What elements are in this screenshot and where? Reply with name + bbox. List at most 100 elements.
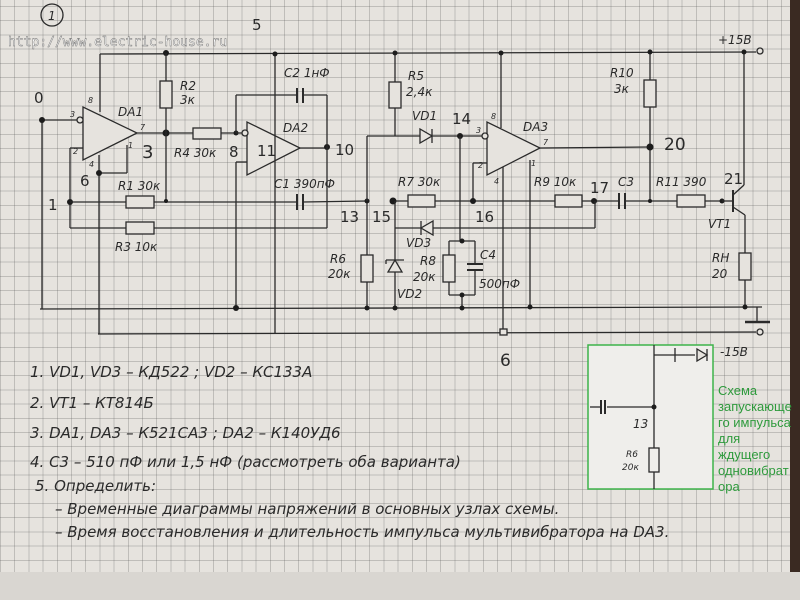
svg-text:1: 1 <box>531 159 536 168</box>
node-5-label: 5 <box>252 16 262 34</box>
svg-text:2: 2 <box>73 147 78 156</box>
svg-text:R1 30к: R1 30к <box>118 179 161 193</box>
svg-text:3к: 3к <box>614 82 630 96</box>
inset-caption: Схема запускающе го импульса для ждущего… <box>718 383 792 494</box>
node-15-label: 15 <box>372 208 391 226</box>
svg-text:C2 1нФ: C2 1нФ <box>284 66 330 80</box>
r6-resistor <box>360 254 374 283</box>
svg-text:ждущего: ждущего <box>718 447 770 462</box>
svg-text:R5: R5 <box>408 69 424 83</box>
svg-text:20: 20 <box>712 267 728 281</box>
ground-rail <box>39 306 770 324</box>
node-10-label: 10 <box>335 141 354 159</box>
svg-text:4: 4 <box>494 177 499 186</box>
svg-text:– Временные диаграммы напряжен: – Временные диаграммы напряжений в основ… <box>55 500 559 518</box>
svg-text:R8: R8 <box>420 254 436 268</box>
svg-text:8: 8 <box>491 112 496 121</box>
inset-trigger-circuit: 13 R6 20к <box>587 344 714 490</box>
svg-text:R2: R2 <box>180 79 196 93</box>
svg-text:1: 1 <box>128 141 133 150</box>
svg-text:2. VT1 – КТ814Б: 2. VT1 – КТ814Б <box>30 394 154 412</box>
svg-text:+15В: +15В <box>718 33 752 47</box>
svg-text:DA3: DA3 <box>523 120 548 134</box>
svg-text:2: 2 <box>478 161 483 170</box>
node-1-label: 1 <box>48 196 58 214</box>
svg-text:для: для <box>718 431 740 446</box>
svg-text:3. DA1, DA3 – К521СА3 ; DA2 –: 3. DA1, DA3 – К521СА3 ; DA2 – К140УД6 <box>30 424 341 442</box>
circled-number <box>40 3 64 27</box>
vd2-zener <box>385 258 404 273</box>
svg-text:R4 30к: R4 30к <box>174 146 217 160</box>
svg-text:одновибрат: одновибрат <box>718 463 789 478</box>
node-6-terminal <box>499 328 508 336</box>
svg-text:– Время восстановления и длите: – Время восстановления и длительность им… <box>55 523 669 541</box>
svg-text:11: 11 <box>257 142 276 160</box>
svg-text:3: 3 <box>476 126 481 135</box>
r9-resistor <box>554 194 583 208</box>
rh-load-resistor <box>738 252 752 281</box>
node-17-label: 17 <box>590 179 609 197</box>
svg-text:3к: 3к <box>180 93 196 107</box>
svg-text:RH: RH <box>712 251 729 265</box>
node-13-label: 13 <box>340 208 359 226</box>
c4-capacitor <box>467 263 483 271</box>
svg-text:R7 30к: R7 30к <box>398 175 441 189</box>
node-8-label: 8 <box>229 143 239 161</box>
r8-resistor <box>442 254 456 283</box>
desk-edge <box>790 0 800 600</box>
node-6-label: 6 <box>80 172 90 190</box>
node-14-label: 14 <box>452 110 471 128</box>
plus-rail: +15В <box>99 33 764 55</box>
svg-text:VD2: VD2 <box>397 287 422 301</box>
svg-text:R10: R10 <box>610 66 634 80</box>
da1-comparator: DA1 8 3 2 7 1 4 <box>70 96 146 169</box>
under-sheet <box>0 572 800 600</box>
c1-capacitor <box>296 194 304 210</box>
svg-text:7: 7 <box>140 123 146 132</box>
r3-resistor <box>125 221 155 235</box>
svg-text:20к: 20к <box>328 267 351 281</box>
node-6b-label: 6 <box>500 351 511 371</box>
svg-text:C4: C4 <box>480 248 496 262</box>
svg-text:C1 390пФ: C1 390пФ <box>274 177 335 191</box>
svg-text:Схема: Схема <box>718 383 758 398</box>
r7-resistor <box>407 194 436 208</box>
svg-text:R6: R6 <box>330 252 346 266</box>
svg-text:13: 13 <box>633 417 648 431</box>
svg-text:20к: 20к <box>413 270 436 284</box>
r4-resistor <box>192 127 222 140</box>
r10-resistor <box>643 79 657 108</box>
svg-text:C3: C3 <box>618 175 634 189</box>
node-3-label: 3 <box>142 142 153 163</box>
svg-text:VD3: VD3 <box>406 236 431 250</box>
svg-text:R6: R6 <box>626 450 638 460</box>
node-21-label: 21 <box>724 170 743 188</box>
svg-text:запускающе: запускающе <box>718 399 792 414</box>
svg-text:3: 3 <box>70 110 75 119</box>
r11-resistor <box>676 194 706 208</box>
svg-text:2,4к: 2,4к <box>406 85 433 99</box>
svg-text:7: 7 <box>543 138 549 147</box>
vt1-transistor <box>722 49 747 308</box>
node-20-label: 20 <box>664 135 686 155</box>
svg-text:-15В: -15В <box>720 345 748 359</box>
svg-text:DA2: DA2 <box>283 121 308 135</box>
svg-text:4. C3 – 510 пФ или 1,5 нФ (: 4. C3 – 510 пФ или 1,5 нФ (рассмотреть о… <box>30 453 461 471</box>
svg-text:20к: 20к <box>622 463 639 473</box>
svg-text:R11 390: R11 390 <box>656 175 707 189</box>
svg-text:VD1: VD1 <box>412 109 437 123</box>
da3-comparator: DA3 8 3 2 7 1 4 <box>476 112 549 186</box>
svg-text:5. Определить:: 5. Определить: <box>35 477 156 495</box>
svg-text:4: 4 <box>89 160 94 169</box>
svg-text:DA1: DA1 <box>118 105 143 119</box>
watermark: http://www.electric-house.ru <box>8 35 227 50</box>
svg-text:8: 8 <box>88 96 93 105</box>
c2-capacitor <box>296 88 304 103</box>
svg-text:R3 10к: R3 10к <box>115 240 158 254</box>
r2-resistor <box>159 80 173 109</box>
svg-text:го импульса: го импульса <box>718 415 792 430</box>
svg-text:R9 10к: R9 10к <box>534 175 577 189</box>
circled-number-label: 1 <box>48 9 56 23</box>
svg-text:VT1: VT1 <box>708 217 731 231</box>
